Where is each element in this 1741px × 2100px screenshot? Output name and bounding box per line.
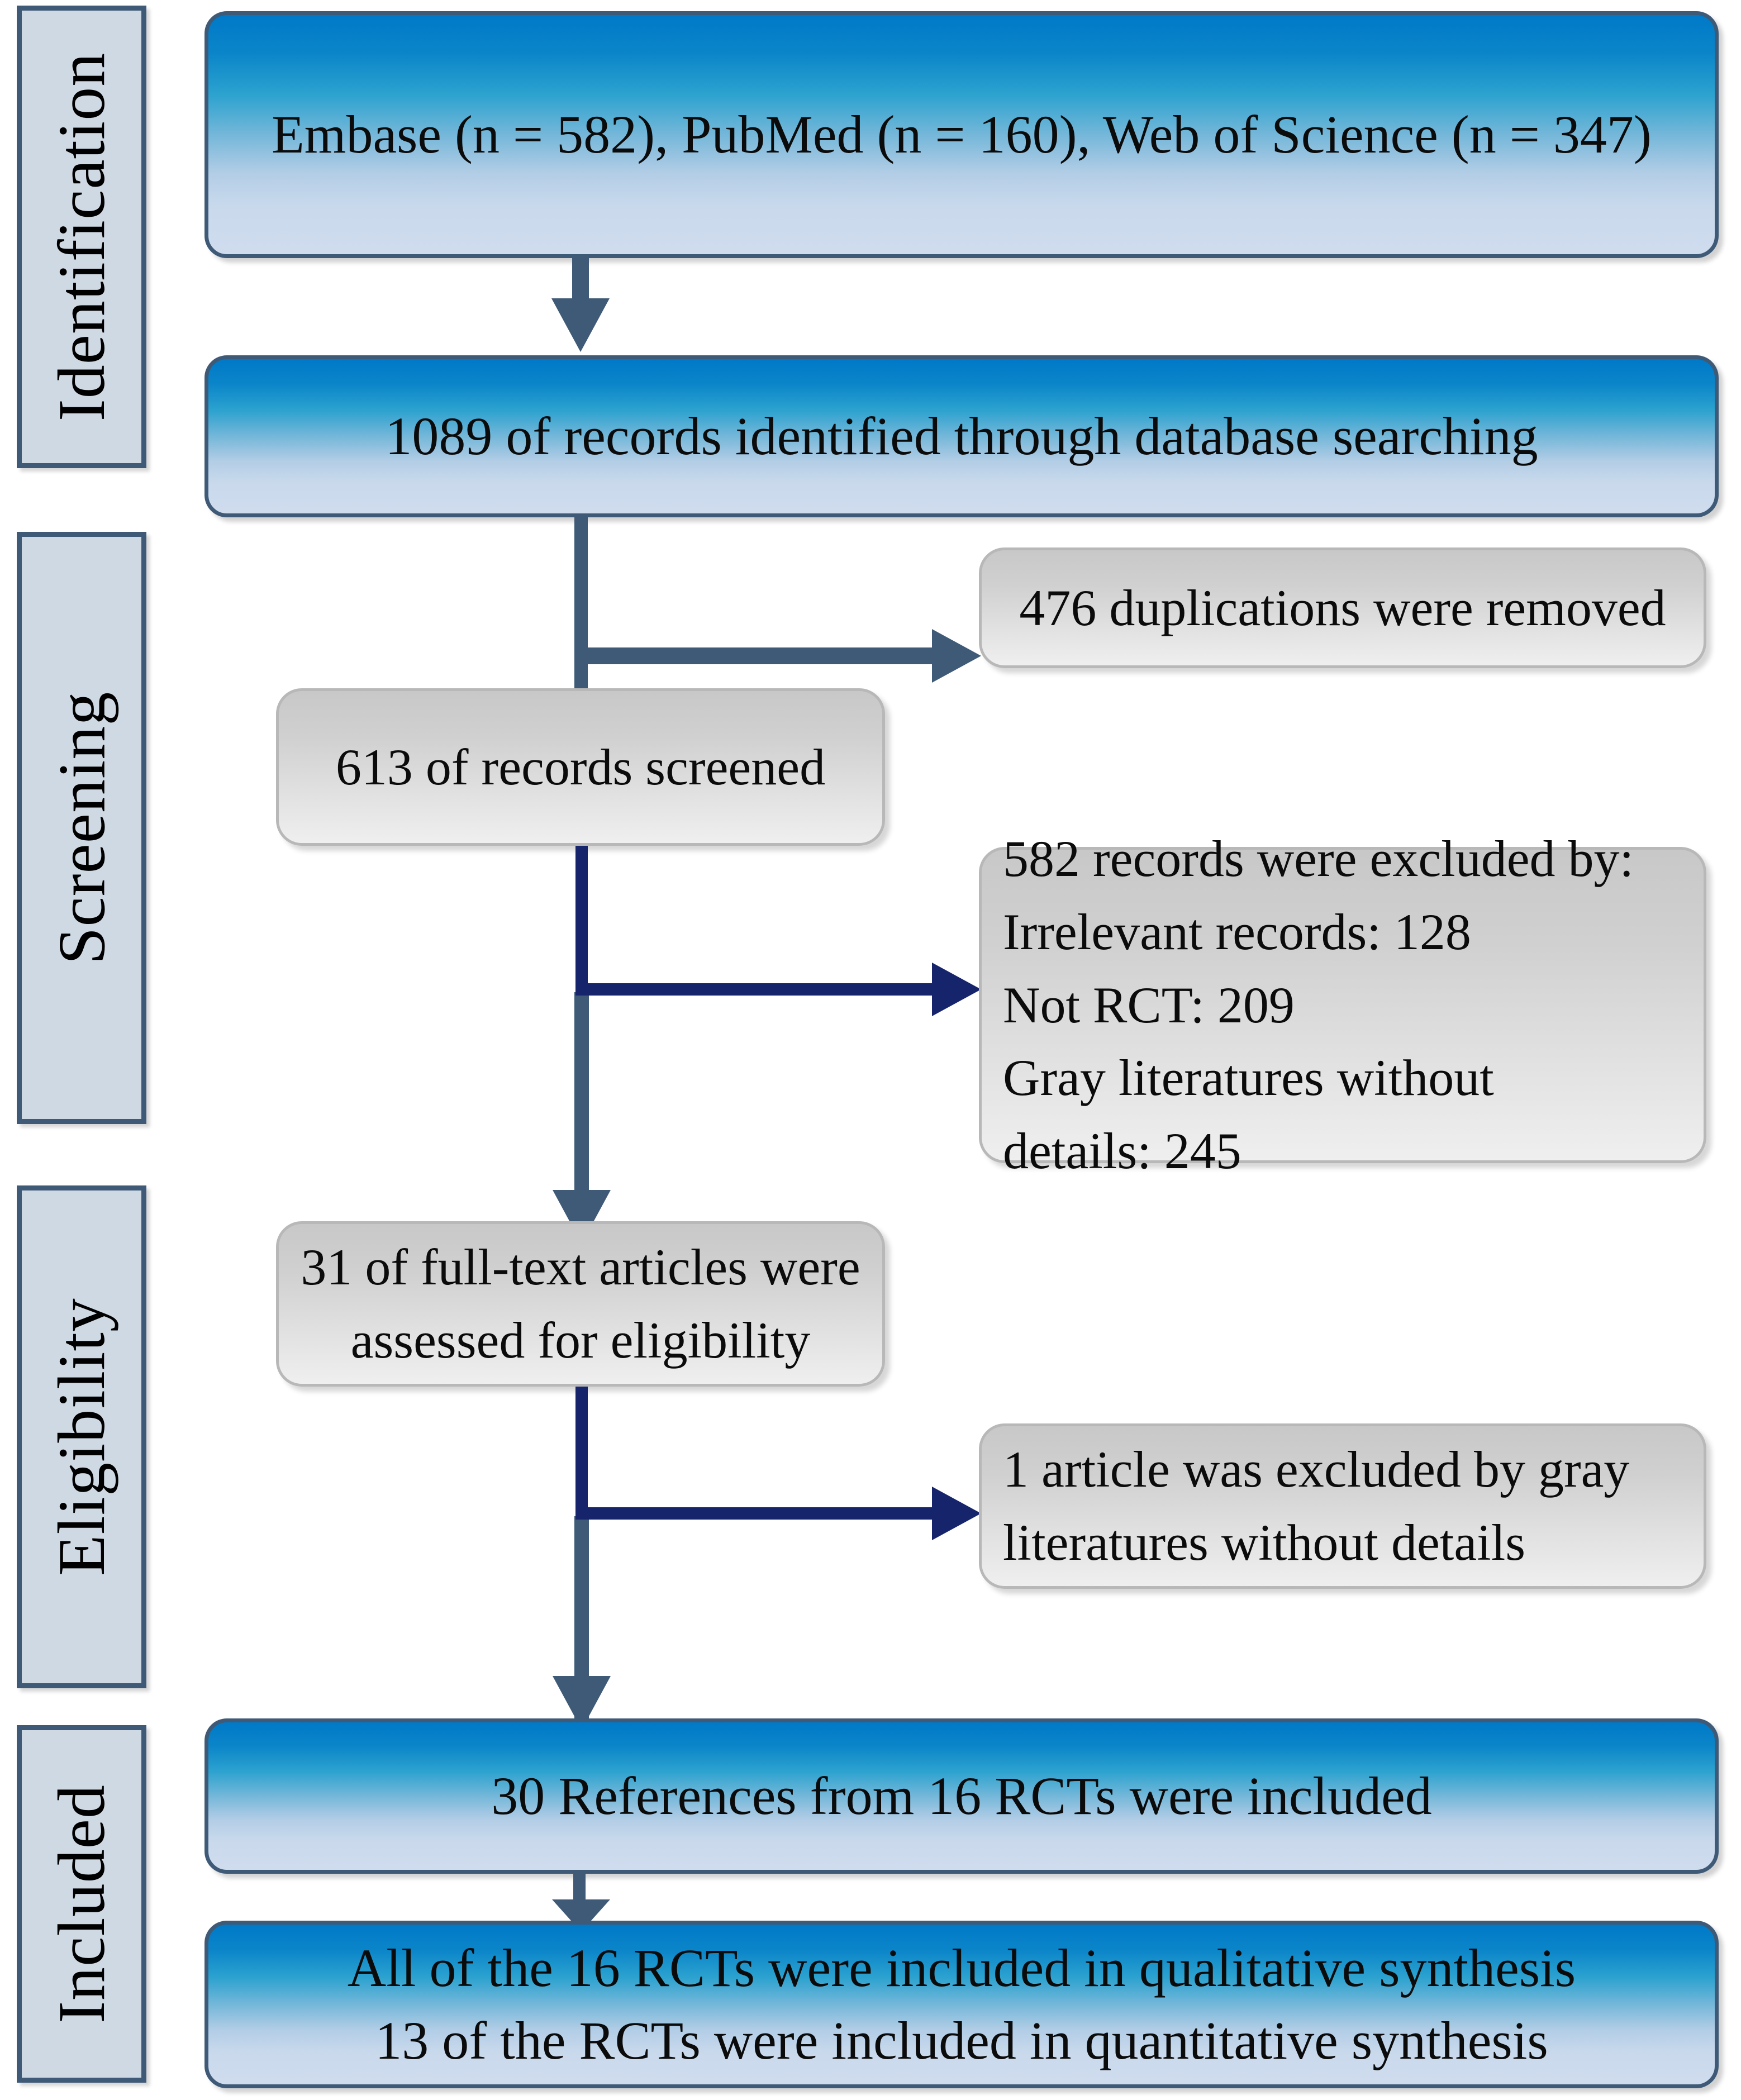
- node-fulltext-excluded: 1 article was excluded by gray literatur…: [979, 1423, 1706, 1589]
- node-fulltext-assessed-line-1: 31 of full-text articles were: [301, 1239, 860, 1296]
- node-records-excluded-line-3: Not RCT: 209: [1003, 976, 1295, 1034]
- stage-label-eligibility: Eligibility: [17, 1185, 146, 1688]
- node-records-excluded-line-2: Irrelevant records: 128: [1003, 903, 1471, 961]
- node-synthesis-line-1: All of the 16 RCTs were included in qual…: [347, 1938, 1576, 1998]
- connector-databases-to-identified-stem: [572, 258, 589, 305]
- node-references-included-line-1: 30 References from 16 RCTs were included: [491, 1766, 1432, 1826]
- node-databases-line-1: Embase (n = 582), PubMed (n = 160), Web …: [272, 104, 1652, 165]
- stage-label-identification: Identification: [17, 6, 146, 468]
- stage-label-included: Included: [17, 1725, 146, 2083]
- connector-screened-to-excluded-arrowhead: [932, 963, 981, 1016]
- connector-fulltext-to-references-stem-upper: [575, 1387, 588, 1516]
- connector-screened-to-fulltext-stem-upper: [575, 846, 588, 992]
- connector-fulltext-to-excluded-stem: [575, 1507, 936, 1520]
- connector-databases-to-identified-arrowhead: [551, 298, 610, 352]
- connector-identified-to-duplicates-arrowhead: [932, 629, 981, 683]
- node-fulltext-assessed: 31 of full-text articles were assessed f…: [276, 1221, 885, 1387]
- node-fulltext-excluded-line-2: literatures without details: [1003, 1514, 1526, 1571]
- node-references-included: 30 References from 16 RCTs were included: [204, 1718, 1719, 1874]
- node-records-identified-line-1: 1089 of records identified through datab…: [385, 406, 1538, 466]
- node-databases: Embase (n = 582), PubMed (n = 160), Web …: [204, 11, 1719, 258]
- node-records-excluded-line-4: Gray literatures without: [1003, 1049, 1494, 1107]
- stage-label-eligibility-text: Eligibility: [44, 1298, 118, 1576]
- node-synthesis-line-2: 13 of the RCTs were included in quantita…: [375, 2011, 1548, 2070]
- connector-identified-to-duplicates-stem: [574, 647, 936, 664]
- stage-label-screening: Screening: [17, 532, 146, 1124]
- node-records-identified: 1089 of records identified through datab…: [204, 355, 1719, 517]
- stage-label-identification-text: Identification: [44, 52, 118, 422]
- connector-screened-to-fulltext-stem-lower: [574, 992, 589, 1209]
- node-duplicates-removed-line-1: 476 duplications were removed: [1019, 579, 1666, 636]
- node-synthesis: All of the 16 RCTs were included in qual…: [204, 1921, 1719, 2088]
- connector-fulltext-to-excluded-arrowhead: [932, 1487, 981, 1540]
- node-records-excluded-line-5: details: 245: [1003, 1122, 1241, 1179]
- node-records-excluded-line-1: 582 records were excluded by:: [1003, 830, 1634, 888]
- stage-label-screening-text: Screening: [44, 691, 119, 965]
- node-fulltext-excluded-line-1: 1 article was excluded by gray: [1003, 1441, 1630, 1498]
- node-duplicates-removed: 476 duplications were removed: [979, 547, 1706, 668]
- node-records-excluded: 582 records were excluded by: Irrelevant…: [979, 830, 1706, 1179]
- connector-screened-to-excluded-stem: [575, 983, 936, 996]
- stage-label-included-text: Included: [44, 1784, 119, 2023]
- node-fulltext-assessed-line-2: assessed for eligibility: [350, 1312, 811, 1369]
- node-records-screened-line-1: 613 of records screened: [335, 738, 826, 796]
- node-records-screened: 613 of records screened: [276, 688, 885, 846]
